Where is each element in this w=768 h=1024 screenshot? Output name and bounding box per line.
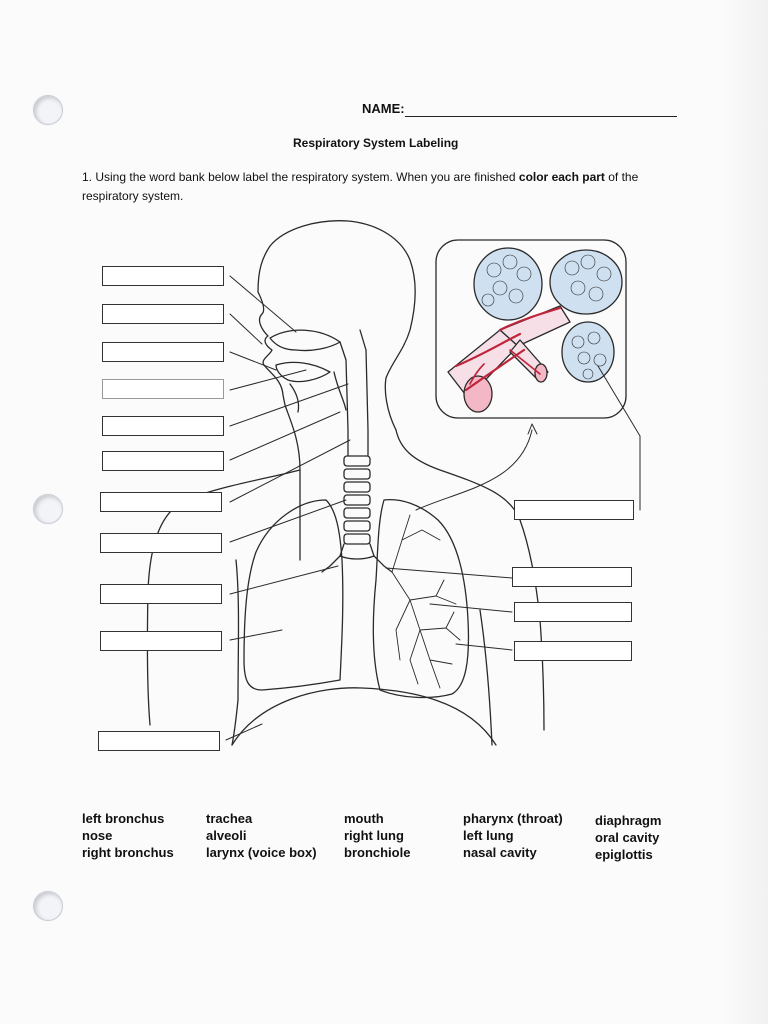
word-bank-term: right bronchus bbox=[82, 845, 174, 860]
instructions-prefix: 1. Using the word bank below label the r… bbox=[82, 170, 519, 184]
punch-hole-middle bbox=[33, 494, 63, 524]
label-box-9[interactable] bbox=[100, 584, 222, 604]
label-box-13[interactable] bbox=[512, 567, 632, 587]
diaphragm-shape bbox=[231, 687, 497, 746]
label-box-4[interactable] bbox=[102, 379, 224, 399]
right-lung-shape bbox=[243, 499, 344, 691]
right-ribcage-line bbox=[479, 609, 493, 746]
word-bank-term: pharynx (throat) bbox=[463, 811, 563, 826]
worksheet-title: Respiratory System Labeling bbox=[293, 136, 459, 150]
label-box-15[interactable] bbox=[514, 641, 632, 661]
left-leader-lines bbox=[225, 275, 351, 741]
instructions: 1. Using the word bank below label the r… bbox=[82, 168, 682, 206]
word-bank-term: nasal cavity bbox=[463, 845, 537, 860]
trachea-rings bbox=[343, 455, 371, 545]
left-ribcage-line bbox=[231, 559, 240, 746]
label-box-8[interactable] bbox=[100, 533, 222, 553]
name-blank[interactable] bbox=[405, 116, 677, 117]
word-bank-term: alveoli bbox=[206, 828, 247, 843]
word-bank-term: trachea bbox=[206, 811, 253, 826]
word-bank-column-3: mouth right lung bronchiole bbox=[344, 810, 410, 861]
label-box-14[interactable] bbox=[514, 602, 632, 622]
punch-hole-top bbox=[33, 95, 63, 125]
word-bank-term: right lung bbox=[344, 828, 404, 843]
bronchiole-tree bbox=[391, 514, 461, 689]
oral-cavity-shape bbox=[275, 361, 331, 383]
label-box-11[interactable] bbox=[98, 731, 220, 751]
word-bank-term: epiglottis bbox=[595, 847, 653, 862]
head-outline bbox=[257, 220, 416, 561]
label-box-6[interactable] bbox=[102, 451, 224, 471]
scan-edge-shadow bbox=[720, 0, 768, 1024]
word-bank-column-5: diaphragm oral cavity epiglottis bbox=[595, 812, 661, 863]
word-bank-term: left bronchus bbox=[82, 811, 165, 826]
word-bank-term: oral cavity bbox=[595, 830, 660, 845]
epiglottis-shape bbox=[333, 371, 347, 411]
left-lung-shape bbox=[372, 498, 470, 699]
label-box-2[interactable] bbox=[102, 304, 224, 324]
label-box-5[interactable] bbox=[102, 416, 224, 436]
chin-line bbox=[289, 383, 300, 413]
alveoli-inset-frame bbox=[435, 239, 627, 419]
instructions-emphasis: color each part bbox=[518, 170, 605, 184]
alveoli-inset-art bbox=[447, 247, 623, 413]
word-bank-term: nose bbox=[82, 828, 113, 843]
pharynx-right-wall bbox=[359, 329, 369, 457]
punch-hole-bottom bbox=[33, 891, 63, 921]
word-bank-column-2: trachea alveoli larynx (voice box) bbox=[206, 810, 317, 861]
label-box-12[interactable] bbox=[514, 500, 634, 520]
respiratory-diagram bbox=[146, 220, 641, 746]
left-bronchus-shape bbox=[369, 543, 393, 573]
word-bank-term: mouth bbox=[344, 811, 384, 826]
label-box-7[interactable] bbox=[100, 492, 222, 512]
nasal-cavity-shape bbox=[269, 329, 341, 352]
word-bank-term: diaphragm bbox=[595, 813, 662, 828]
label-box-3[interactable] bbox=[102, 342, 224, 362]
word-bank-term: bronchiole bbox=[344, 845, 411, 860]
word-bank-column-1: left bronchus nose right bronchus bbox=[82, 810, 174, 861]
label-box-1[interactable] bbox=[102, 266, 224, 286]
instructions-suffix: of the respiratory system. bbox=[82, 170, 639, 203]
right-bronchus-shape bbox=[321, 543, 345, 573]
word-bank-term: larynx (voice box) bbox=[206, 845, 317, 860]
pharynx-left-wall bbox=[339, 341, 349, 457]
name-label: NAME: bbox=[362, 101, 405, 116]
label-box-10[interactable] bbox=[100, 631, 222, 651]
word-bank-column-4: pharynx (throat) left lung nasal cavity bbox=[463, 810, 563, 861]
word-bank-term: left lung bbox=[463, 828, 514, 843]
